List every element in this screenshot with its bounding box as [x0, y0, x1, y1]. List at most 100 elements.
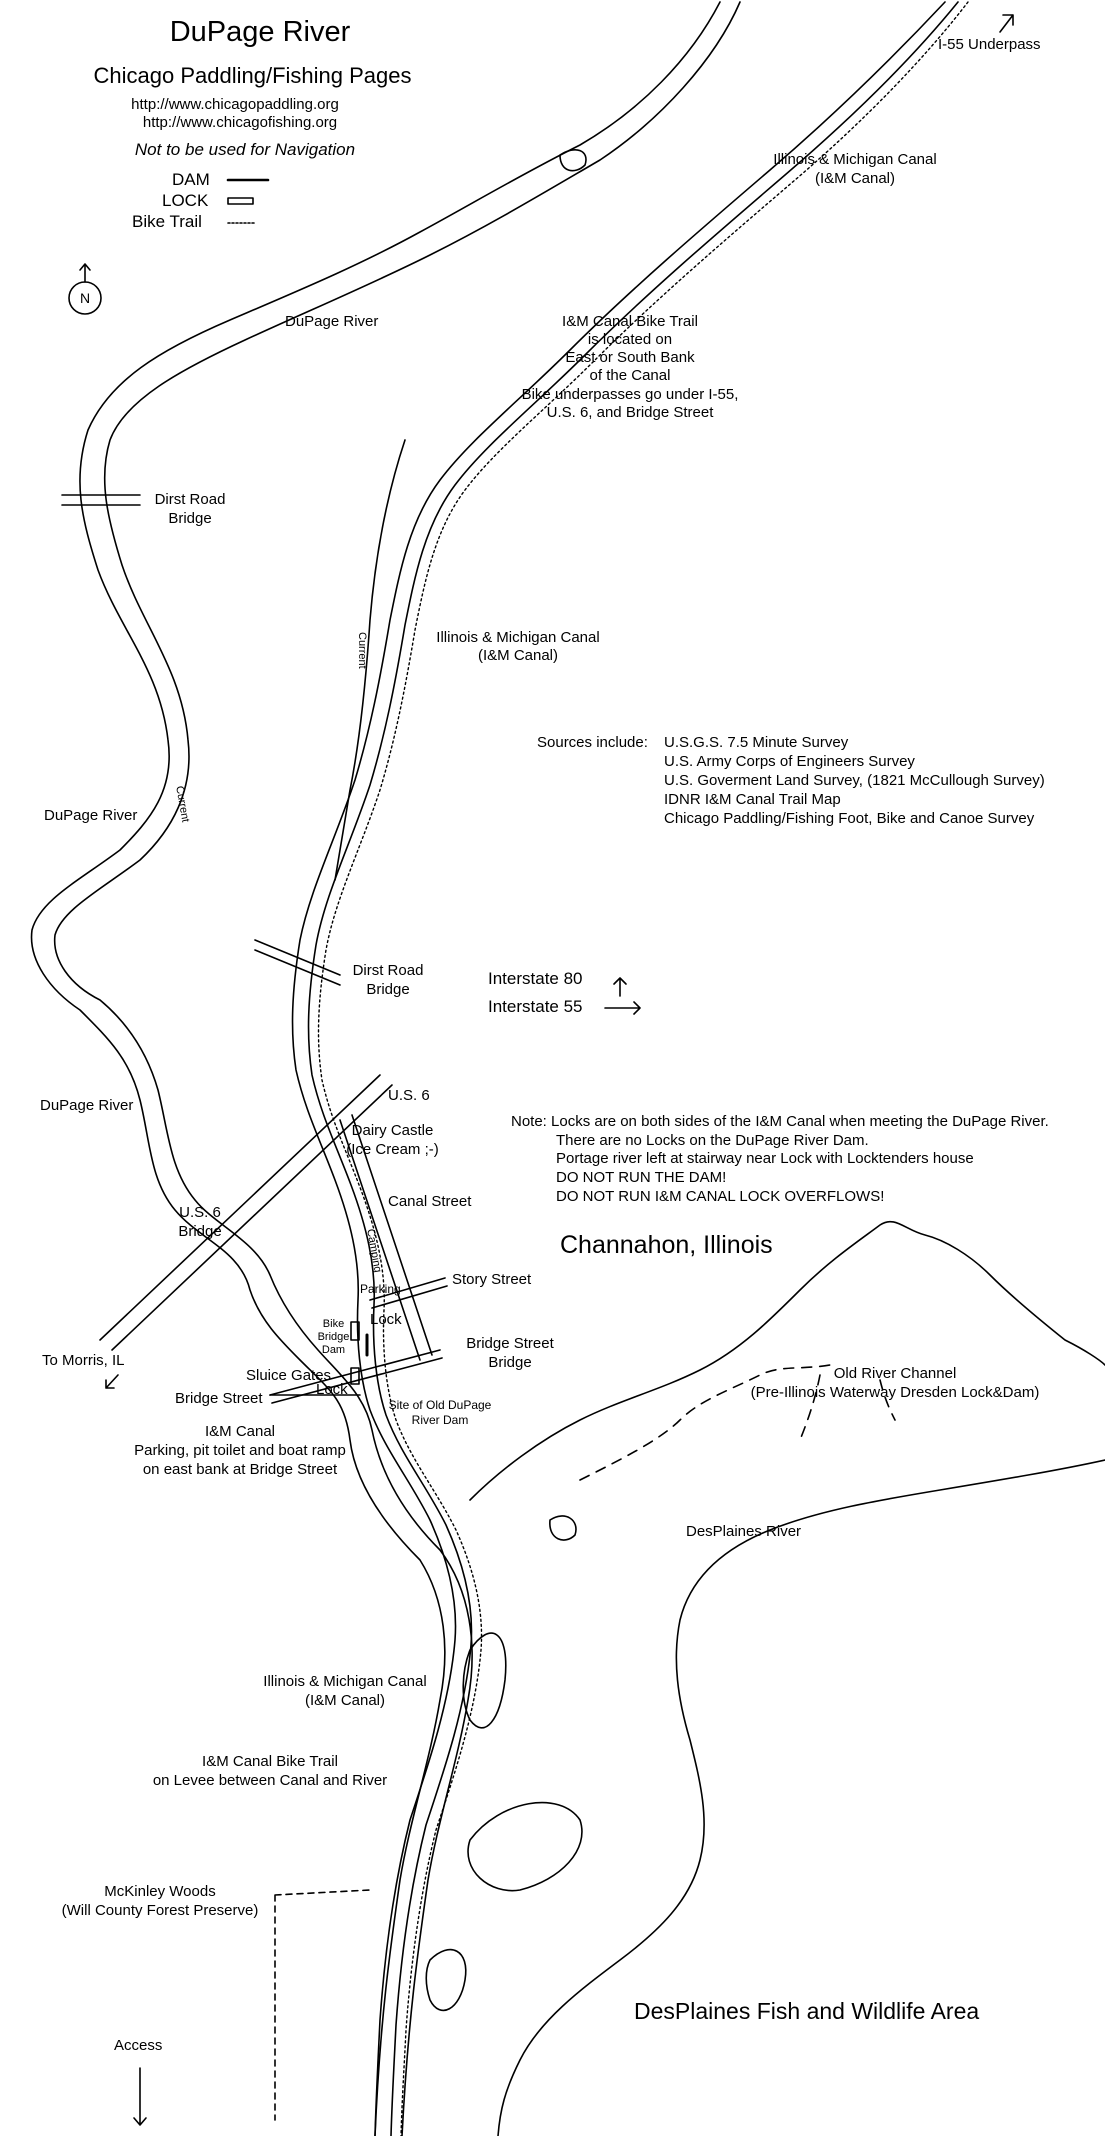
legend-lock: LOCK: [162, 191, 209, 210]
dirst-bridge-1-label-1: Dirst Road: [154, 491, 226, 508]
story-street-label: Story Street: [452, 1271, 532, 1288]
map-subtitle: Chicago Paddling/Fishing Pages: [93, 63, 412, 88]
im-canal-mid-2: (I&M Canal): [477, 647, 559, 664]
dupage-river-west-bank: [30, 1, 721, 2136]
old-dam-site-1: Site of Old DuPage: [388, 1398, 492, 1412]
bike-trail-note-4: of the Canal: [589, 367, 671, 384]
legend-dam: DAM: [172, 170, 210, 189]
bridge-street-a: [269, 1349, 441, 1396]
dirst-bridge-2-a: [254, 939, 341, 976]
bridge-street-label: Bridge Street: [175, 1390, 263, 1407]
bike-trail-note-1: I&M Canal Bike Trail: [562, 313, 698, 330]
us6-road-b: [111, 1084, 393, 1351]
mckinley-woods-2: (Will County Forest Preserve): [61, 1902, 259, 1919]
current-label-1: Current: [356, 632, 368, 669]
url-paddling: http://www.chicagopaddling.org: [131, 96, 339, 113]
bike-trail-note-6: U.S. 6, and Bridge Street: [546, 404, 714, 421]
us6-road-a: [99, 1074, 381, 1341]
parking-label: Parking: [360, 1282, 401, 1296]
morris-arrow: [105, 1374, 119, 1389]
dupage-river-east-bank: [53, 1, 741, 2136]
bike-trail-levee-1: I&M Canal Bike Trail: [202, 1753, 338, 1770]
us6-bridge-1: U.S. 6: [179, 1204, 221, 1221]
bridge-street-bridge-1: Bridge Street: [466, 1335, 554, 1352]
canal-street-b: [351, 1114, 433, 1356]
note-2: There are no Locks on the DuPage River D…: [556, 1132, 869, 1149]
note-3: Portage river left at stairway near Lock…: [556, 1150, 974, 1167]
bike-trail-note-5: Bike underpasses go under I-55,: [521, 386, 739, 403]
note-5: DO NOT RUN I&M CANAL LOCK OVERFLOWS!: [556, 1188, 885, 1205]
island-south-1: [467, 1801, 583, 1892]
dupage-river-label-1: DuPage River: [285, 313, 379, 330]
story-street-b: [371, 1285, 448, 1309]
island-desplaines-2: [462, 1632, 507, 1729]
desplaines-south-bank: [497, 1459, 1105, 2136]
interstate55-arrow: [604, 1001, 641, 1015]
channahon-label: Channahon, Illinois: [560, 1231, 773, 1259]
canal-street-label: Canal Street: [388, 1193, 472, 1210]
dairy-castle-1: Dairy Castle: [351, 1122, 434, 1139]
bike-trail-note-3: East or South Bank: [565, 349, 695, 366]
bike-trail-line: [317, 1, 969, 2136]
canal-west-bank: [291, 1, 946, 2136]
note-4: DO NOT RUN THE DAM!: [556, 1169, 727, 1186]
north-arrow: [79, 263, 91, 283]
island-south-2: [425, 1948, 467, 2012]
i55-underpass-label: I-55 Underpass: [938, 36, 1041, 53]
lock-label: Lock: [370, 1311, 402, 1328]
im-canal-top-2: (I&M Canal): [814, 170, 896, 187]
im-parking-3: on east bank at Bridge Street: [142, 1461, 338, 1478]
access-label: Access: [114, 2037, 163, 2054]
dirst-bridge-2-b: [254, 949, 341, 986]
im-canal-mid-1: Illinois & Michigan Canal: [436, 629, 600, 646]
im-parking-2: Parking, pit toilet and boat ramp: [134, 1442, 346, 1459]
dirst-bridge-1-label-2: Bridge: [168, 510, 212, 527]
lock-shape-1: [350, 1321, 360, 1341]
map-title: DuPage River: [169, 16, 351, 48]
interstate-55-label: Interstate 55: [488, 997, 583, 1016]
sluice-gates-label: Sluice Gates: [246, 1367, 332, 1384]
source-3: U.S. Goverment Land Survey, (1821 McCull…: [664, 772, 1045, 789]
bike-trail-note-2: is located on: [587, 331, 673, 348]
dirst-bridge-2-label-1: Dirst Road: [352, 962, 424, 979]
lock-label-2: Lock: [316, 1381, 348, 1398]
bike-trail-levee-2: on Levee between Canal and River: [152, 1772, 388, 1789]
dirst-bridge-2-label-2: Bridge: [366, 981, 410, 998]
source-4: IDNR I&M Canal Trail Map: [664, 791, 841, 808]
us6-label: U.S. 6: [388, 1087, 430, 1104]
north-label: N: [80, 290, 91, 306]
interstate-80-label: Interstate 80: [488, 969, 583, 988]
desplaines-river-label: DesPlaines River: [686, 1523, 802, 1540]
story-street-a: [369, 1277, 446, 1301]
bike-bridge-dam-1: Bike: [322, 1318, 345, 1330]
source-2: U.S. Army Corps of Engineers Survey: [664, 753, 915, 770]
mckinley-boundary: [274, 1889, 371, 2121]
old-river-channel-2: (Pre-Illinois Waterway Dresden Lock&Dam): [750, 1384, 1040, 1401]
mckinley-woods-1: McKinley Woods: [104, 1883, 216, 1900]
note-1: Note: Locks are on both sides of the I&M…: [511, 1113, 1049, 1130]
dupage-river-label-3: DuPage River: [40, 1097, 134, 1114]
bike-bridge-dam-3: Dam: [321, 1344, 346, 1356]
dairy-castle-2: (Ice Cream ;-): [346, 1141, 439, 1158]
us6-bridge-2: Bridge: [178, 1223, 222, 1240]
inner-bank: [334, 439, 406, 881]
to-morris-label: To Morris, IL: [42, 1352, 125, 1369]
im-parking-1: I&M Canal: [204, 1423, 276, 1440]
sources-heading: Sources include:: [537, 734, 648, 751]
canal-east-bank: [307, 1, 959, 2136]
old-dam-site-2: River Dam: [411, 1413, 469, 1427]
island-desplaines-1: [549, 1515, 577, 1541]
fish-wildlife-label: DesPlaines Fish and Wildlife Area: [634, 1998, 980, 2024]
im-canal-top-1: Illinois & Michigan Canal: [773, 151, 937, 168]
dupage-river-label-2: DuPage River: [44, 807, 138, 824]
island-top: [559, 149, 587, 172]
bike-bridge-dam-2: Bridge: [317, 1331, 350, 1343]
access-arrow: [133, 2067, 147, 2126]
legend-lock-shape: [227, 197, 254, 205]
old-river-channel-1: Old River Channel: [833, 1365, 957, 1382]
navigation-warning: Not to be used for Navigation: [134, 140, 356, 159]
im-canal-low-1: Illinois & Michigan Canal: [263, 1673, 427, 1690]
desplaines-north-bank: [469, 1220, 1105, 1501]
